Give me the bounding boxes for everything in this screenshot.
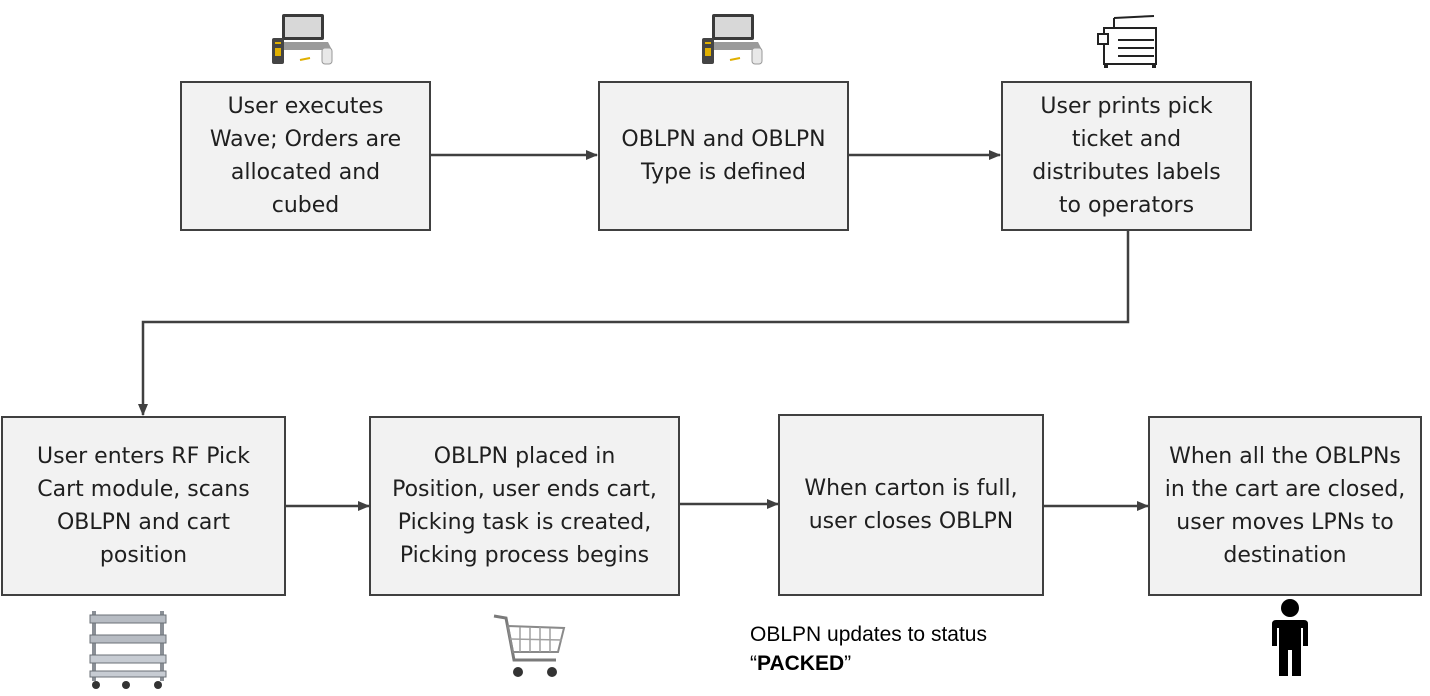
step-oblpn-defined-text: OBLPN and OBLPN Type is defined bbox=[621, 127, 826, 185]
step-print-ticket-text: User prints pick ticket and distributes … bbox=[1032, 94, 1221, 218]
step-move-lpns-text: When all the OBLPNs in the cart are clos… bbox=[1164, 444, 1406, 568]
step-rf-pick-cart-text: User enters RF Pick Cart module, scans O… bbox=[37, 444, 250, 568]
step-rf-pick-cart: User enters RF Pick Cart module, scans O… bbox=[1, 416, 286, 596]
step-oblpn-placed-text: OBLPN placed in Position, user ends cart… bbox=[392, 444, 657, 568]
pick-cart-icon bbox=[89, 611, 167, 689]
status-note-text: OBLPN updates to status bbox=[750, 623, 987, 646]
computer-workstation-icon bbox=[272, 14, 333, 65]
step-print-ticket: User prints pick ticket and distributes … bbox=[1001, 81, 1252, 231]
status-note-value-line: “PACKED” bbox=[750, 649, 1070, 678]
step-oblpn-defined: OBLPN and OBLPN Type is defined bbox=[598, 81, 849, 231]
step-move-lpns: When all the OBLPNs in the cart are clos… bbox=[1148, 416, 1422, 596]
status-value: PACKED bbox=[757, 652, 845, 675]
step-carton-full-text: When carton is full, user closes OBLPN bbox=[804, 476, 1018, 534]
step-carton-full: When carton is full, user closes OBLPN bbox=[778, 414, 1044, 596]
status-close-quote: ” bbox=[844, 652, 852, 675]
status-note: OBLPN updates to status “PACKED” bbox=[750, 620, 1070, 678]
person-icon bbox=[1272, 599, 1308, 676]
status-open-quote: “ bbox=[750, 652, 757, 675]
printer-icon bbox=[1097, 15, 1157, 68]
step-oblpn-placed: OBLPN placed in Position, user ends cart… bbox=[369, 416, 680, 596]
computer-workstation-icon bbox=[702, 14, 763, 65]
step-execute-wave-text: User executes Wave; Orders are allocated… bbox=[209, 94, 402, 218]
arrow-print-to-rf-cart bbox=[138, 230, 1130, 416]
step-execute-wave: User executes Wave; Orders are allocated… bbox=[180, 81, 431, 231]
shopping-cart-icon bbox=[493, 614, 566, 677]
